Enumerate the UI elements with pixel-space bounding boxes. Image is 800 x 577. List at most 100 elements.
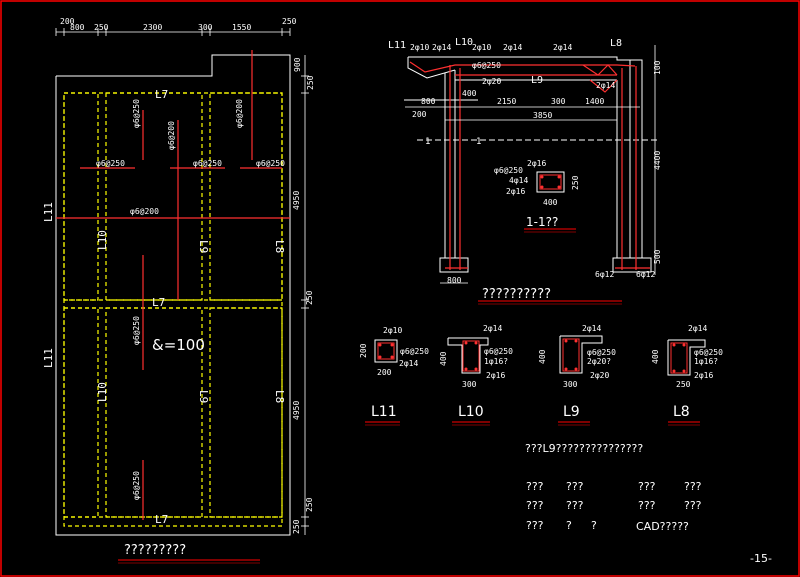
rebar-label-3: φ6@250 — [193, 159, 222, 168]
elev-dim-3: 300 — [551, 97, 566, 106]
plan-texts: 200 800 250 2300 300 1550 250 900 250 49… — [42, 17, 315, 558]
rebar-label-5: φ6@250 — [132, 99, 141, 128]
elev-rebar-4: 2φ14 — [553, 43, 572, 52]
rebar-label-2: φ6@200 — [235, 99, 244, 128]
sec11-rebar-3: 2φ16 — [506, 187, 525, 196]
l10-rebar-bottom: 2φ16 — [486, 371, 505, 380]
l10-stirrup: φ6@250 — [484, 347, 513, 356]
notes-block: ???L9??????????????? ??? ??? ??? ??? ???… — [525, 442, 772, 565]
beam-label-l7-top: L7 — [155, 88, 168, 101]
section-mark-left: 1 — [425, 137, 430, 147]
elev-label-l10: L10 — [455, 37, 473, 48]
elev-dim-10: 800 — [447, 276, 462, 285]
l9-dim-w: 300 — [563, 380, 578, 389]
elev-label-l8: L8 — [610, 38, 622, 49]
section-1-1 — [524, 171, 576, 233]
section-l9-name: L9 — [563, 404, 580, 420]
note-r1-c1: ??? — [566, 499, 584, 512]
note-r1-c0: ??? — [526, 499, 544, 512]
plan-dim-top-5: 1550 — [232, 23, 251, 32]
section-l8 — [667, 339, 706, 426]
note-line: ???L9??????????????? — [525, 442, 643, 455]
section-texts: 2φ10 φ6@250 2φ14 200 200 L11 2φ14 φ6@250… — [359, 324, 723, 420]
note-r2-c0: ??? — [526, 519, 544, 532]
sec11-rebar-0: φ6@250 — [494, 166, 523, 175]
elev-rebar-3: 2φ14 — [503, 43, 522, 52]
plan-dim-right-5: 250 — [305, 497, 314, 512]
l11-rebar-top: 2φ10 — [383, 326, 402, 335]
elev-rebar-7: 2φ14 — [596, 81, 615, 90]
rebar-label-4: φ6@250 — [256, 159, 285, 168]
beam-label-l9-top: L9 — [197, 240, 210, 253]
elev-rebar-6: 2φ20 — [482, 77, 501, 86]
plan-title: ????????? — [124, 543, 186, 558]
note-r0-c2: ??? — [638, 480, 656, 493]
beam-label-l8-top: L8 — [273, 240, 286, 253]
sec11-dim-0: 400 — [543, 198, 558, 207]
slab-thickness-label: &=100 — [152, 336, 205, 354]
rebar-label-7: φ6@250 — [132, 316, 141, 345]
beam-label-l10-top: L10 — [96, 230, 109, 250]
note-r0-c0: ??? — [526, 480, 544, 493]
elevation-view — [404, 45, 660, 305]
plan-dim-top-0: 200 — [60, 17, 75, 26]
elev-dim-0: 800 — [421, 97, 436, 106]
note-r0-c3: ??? — [684, 480, 702, 493]
l8-dim-w: 250 — [676, 380, 691, 389]
elev-dim-4: 1400 — [585, 97, 604, 106]
frame-rebars — [409, 61, 650, 270]
plan-view — [55, 28, 309, 564]
l10-dim-h: 400 — [439, 351, 448, 366]
l9-rebar-top: 2φ14 — [582, 324, 601, 333]
plan-dim-top-2: 250 — [94, 23, 109, 32]
l8-stirrup: φ6@250 — [694, 348, 723, 357]
l11-stirrup: φ6@250 — [400, 347, 429, 356]
elevation-dim-lines — [405, 45, 656, 284]
plan-dim-right-1: 250 — [306, 75, 315, 90]
section-title: 1-1?? — [526, 215, 558, 229]
elev-dim-8: 4400 — [653, 151, 662, 170]
note-r0-c1: ??? — [566, 480, 584, 493]
section-l11 — [365, 339, 400, 426]
elev-dim-6: 400 — [462, 89, 477, 98]
beam-label-l11-bottom: L11 — [42, 348, 55, 368]
elevation-texts: L11 L10 L8 L9 2φ10 2φ14 2φ10 2φ14 2φ14 φ… — [388, 37, 662, 302]
plan-outline — [55, 54, 291, 536]
l8-rebar-bottom: 2φ16 — [694, 371, 713, 380]
rebar-label-8: φ6@250 — [132, 471, 141, 500]
rebar-label-0: φ6@200 — [130, 207, 159, 216]
rebar-label-1: φ6@250 — [96, 159, 125, 168]
rebar-label-6: φ6@200 — [167, 121, 176, 150]
l8-dim-h: 400 — [651, 349, 660, 364]
l9-rebar-bottom: 2φ20 — [590, 371, 609, 380]
section-mark-right: 1 — [476, 137, 481, 147]
plan-beams — [63, 92, 283, 527]
l11-dim-h: 200 — [359, 343, 368, 358]
plan-dim-right-6: 250 — [292, 519, 301, 534]
plan-dim-right-0: 900 — [293, 57, 302, 72]
note-r2-c1: ? — [566, 519, 572, 532]
column-rebar-1: 6φ12 — [636, 270, 655, 279]
elev-dim-9: 500 — [653, 249, 662, 264]
note-r1-c3: ??? — [684, 499, 702, 512]
elev-dim-2: 2150 — [497, 97, 516, 106]
note-r2-c2: ? — [591, 519, 597, 532]
l9-rebar-mid: 2φ20? — [587, 357, 611, 366]
l10-rebar-mid: 1φ16? — [484, 357, 508, 366]
elev-label-l11: L11 — [388, 40, 406, 51]
section-l8-name: L8 — [673, 404, 690, 420]
column-rebar-0: 6φ12 — [595, 270, 614, 279]
l8-rebar-mid: 1φ16? — [694, 357, 718, 366]
elev-dim-1: 200 — [412, 110, 427, 119]
elev-rebar-1: 2φ14 — [432, 43, 451, 52]
plan-right-dim-line — [301, 55, 309, 535]
plan-rebars — [56, 50, 290, 520]
l10-dim-w: 300 — [462, 380, 477, 389]
plan-dim-right-3: 250 — [305, 290, 314, 305]
plan-dim-right-2: 4950 — [292, 191, 301, 210]
l11-rebar-bottom: 2φ14 — [399, 359, 418, 368]
sec11-dim-1: 250 — [571, 175, 580, 190]
l9-dim-h: 400 — [538, 349, 547, 364]
